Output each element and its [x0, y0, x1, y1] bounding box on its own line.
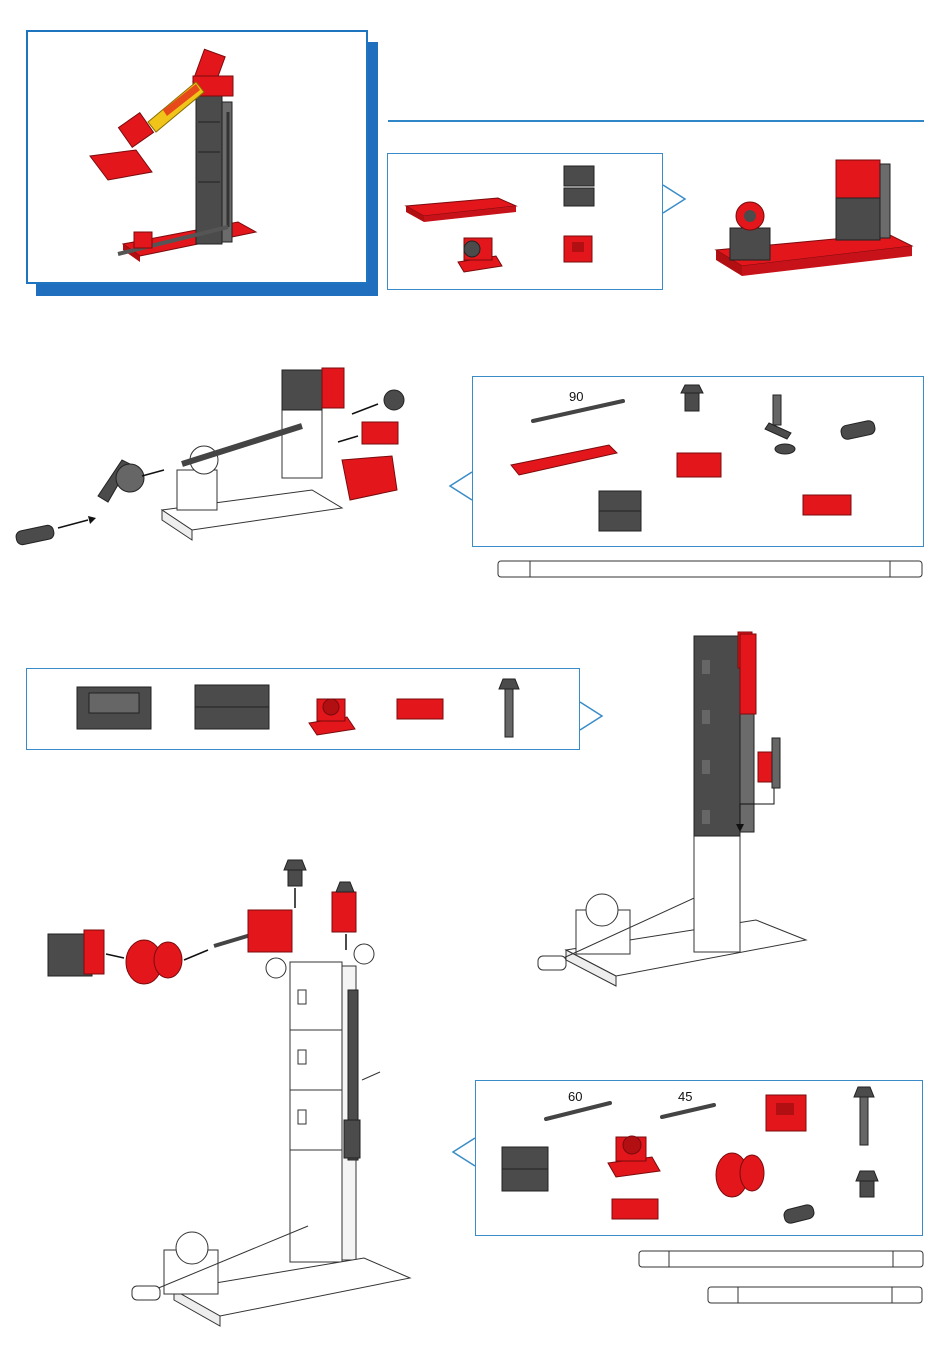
step4-assembly-illustration: [44, 850, 464, 1330]
axle-60-length-label: 60: [568, 1089, 582, 1104]
sleeve-part: [783, 1204, 815, 1225]
red-cube-part: [564, 236, 592, 262]
axle-45-length-label: 45: [678, 1089, 692, 1104]
red-hub-part: [716, 1153, 764, 1197]
crank-part: [765, 395, 795, 454]
building-plate-part: [406, 198, 516, 222]
step5-parts-panel: 60 45: [475, 1080, 923, 1236]
step5-strut-part-short: [706, 1284, 924, 1306]
sleeve-part: [840, 420, 876, 441]
step1-parts-panel: [387, 153, 663, 290]
gray-building-block-part: [502, 1147, 548, 1191]
step5-parts-illustration: 60 45: [476, 1081, 924, 1237]
step1-assembly-illustration: [712, 150, 932, 290]
axle-90-part: 90: [533, 389, 623, 421]
red-bearing-block-part: [458, 238, 502, 272]
gray-building-block-part: [564, 166, 594, 206]
red-flat-block-part: [612, 1199, 658, 1219]
step3-parts-panel: [26, 668, 580, 750]
section-rule: [388, 120, 924, 122]
axle-90-length-label: 90: [569, 389, 583, 404]
gray-angle-block-part: [77, 687, 151, 729]
step2-strut-part: [496, 558, 924, 580]
axle-60-part: 60: [546, 1089, 610, 1119]
step3-parts-illustration: [27, 669, 581, 751]
red-strip-part: [511, 445, 617, 475]
gray-building-block-part: [195, 685, 269, 729]
step5-callout-pointer: [451, 1138, 477, 1168]
red-bearing-block-part: [309, 699, 355, 735]
red-flat-block-part: [397, 699, 443, 719]
red-cube-part: [766, 1095, 806, 1131]
finished-model-frame: [26, 30, 368, 284]
red-flat-block-part: [803, 495, 851, 515]
bevel-gear-part: [856, 1171, 878, 1197]
step1-parts-illustration: [388, 154, 664, 291]
bevel-gear-shaft-part: [854, 1087, 874, 1145]
step2-callout-pointer: [448, 472, 474, 502]
bevel-gear-part: [681, 385, 703, 411]
bevel-gear-shaft-part: [499, 679, 519, 737]
step2-assembly-illustration: [12, 360, 422, 560]
red-bearing-block-part: [608, 1136, 660, 1177]
red-building-block-part: [677, 453, 721, 477]
gray-building-block-part: [599, 491, 641, 531]
step3-assembly-illustration: [526, 620, 816, 992]
step2-parts-panel: 90: [472, 376, 924, 547]
step2-parts-illustration: 90: [473, 377, 925, 548]
finished-model-illustration: [28, 32, 370, 286]
axle-45-part: 45: [662, 1089, 714, 1117]
step5-strut-part-long: [637, 1248, 925, 1270]
step1-callout-pointer: [663, 185, 689, 215]
